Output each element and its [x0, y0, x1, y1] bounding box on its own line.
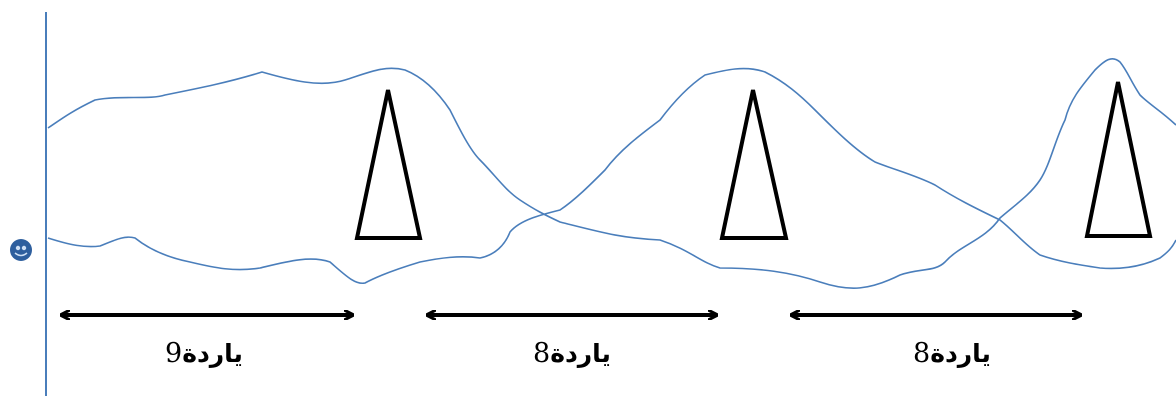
distance-label-3: ياردة8	[913, 338, 997, 378]
distance-label-2-unit: ياردة	[550, 339, 611, 368]
distance-label-1-number: 9	[165, 338, 182, 369]
upper-weave-path	[48, 59, 1176, 288]
lower-weave-path	[48, 69, 1176, 284]
distance-label-1: ياردة9	[165, 338, 249, 378]
cone-marker-2	[722, 90, 786, 238]
cone-marker-3	[1087, 82, 1150, 236]
cone-marker-1	[357, 90, 420, 238]
distance-label-3-number: 8	[913, 338, 930, 369]
distance-label-3-unit: ياردة	[930, 339, 991, 368]
distance-label-2: ياردة8	[533, 338, 617, 378]
axis-dot-icon	[10, 239, 32, 261]
distance-label-2-number: 8	[533, 338, 550, 369]
distance-label-1-unit: ياردة	[182, 339, 243, 368]
